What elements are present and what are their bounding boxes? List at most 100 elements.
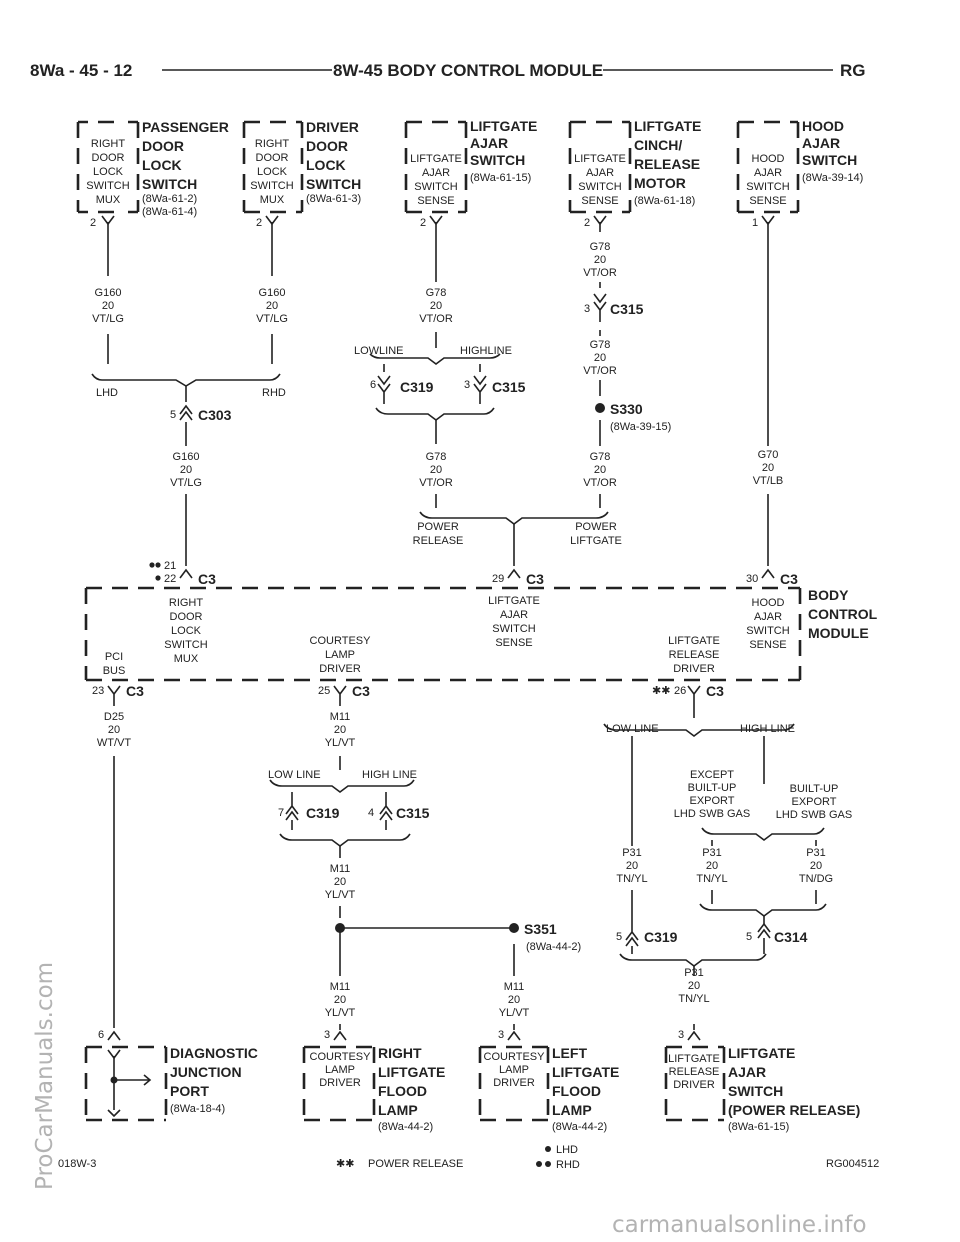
- liftgate-release-pin: 3: [678, 1029, 684, 1041]
- connector-c319-p31-pin: 5: [616, 931, 622, 943]
- option-dot-2: [155, 575, 161, 581]
- connector-c315-highline-pin: 3: [464, 379, 470, 391]
- footer-note: POWER RELEASE: [368, 1158, 463, 1170]
- diag-port-refs: (8Wa-18-4): [170, 1103, 225, 1115]
- left-lamp-pin: 3: [498, 1029, 504, 1041]
- passenger-switch-refs: (8Wa-61-2)(8Wa-61-4): [142, 193, 197, 218]
- connector-c314-name: C314: [774, 929, 808, 945]
- connector-c319-m11-name: C319: [306, 805, 340, 821]
- connector-c319-m11-pin: 7: [278, 807, 284, 819]
- footer-left-code: 018W-3: [58, 1158, 96, 1170]
- section-code: RG: [840, 61, 866, 80]
- driver-switch-refs: (8Wa-61-3): [306, 193, 361, 205]
- splice-s330-name: S330: [610, 401, 643, 417]
- port-junction-dot: [110, 1076, 118, 1084]
- option-dot-1: [155, 562, 161, 568]
- connector-c3-26-note-marker: ✱✱: [652, 685, 670, 697]
- connector-c315-motor-pin: 3: [584, 303, 590, 315]
- connector-c303-pin: 5: [170, 409, 176, 421]
- option-dot-0: [149, 562, 155, 568]
- driver-switch-pin: 2: [256, 217, 262, 229]
- lowline-label: LOWLINE: [354, 345, 404, 357]
- passenger-switch-pin: 2: [90, 217, 96, 229]
- side-watermark: ProCarManuals.com: [32, 962, 58, 1190]
- high-line-label-m11: HIGH LINE: [362, 769, 417, 781]
- connector-c319-p31-name: C319: [644, 929, 678, 945]
- splice-s351-dot-right: [509, 923, 519, 933]
- wire-runs: [91, 222, 827, 1118]
- low-line-label-p31: LOW LINE: [606, 723, 659, 735]
- page-number: 8Wa - 45 - 12: [30, 61, 132, 80]
- hood-ajar-pin: 1: [752, 217, 758, 229]
- highline-label: HIGHLINE: [460, 345, 512, 357]
- hood-ajar-refs: (8Wa-39-14): [802, 172, 863, 184]
- liftgate-ajar-pin: 2: [420, 217, 426, 229]
- connector-c315-m11-name: C315: [396, 805, 430, 821]
- lhd-label: LHD: [96, 387, 118, 399]
- component-outlines: [76, 120, 802, 1122]
- connector-c319-lowline-pin: 6: [370, 379, 376, 391]
- footer-note-marker: ✱✱: [336, 1158, 354, 1170]
- connector-c3-29-pin: 29: [492, 573, 504, 585]
- cinch-motor-refs: (8Wa-61-18): [634, 195, 695, 207]
- footer-right-code: RG004512: [826, 1158, 879, 1170]
- right-lamp-refs: (8Wa-44-2): [378, 1121, 433, 1133]
- connector-c3-30-name: C3: [780, 571, 798, 587]
- connector-c319-lowline-name: C319: [400, 379, 434, 395]
- connector-c3-21-pin: 21: [164, 560, 176, 572]
- connector-c315-motor-name: C315: [610, 301, 644, 317]
- high-line-label-p31: HIGH LINE: [740, 723, 795, 735]
- connector-c3-23-pin: 23: [92, 685, 104, 697]
- right-lamp-pin: 3: [324, 1029, 330, 1041]
- connector-c3-30-pin: 30: [746, 573, 758, 585]
- connector-c3-29-name: C3: [526, 571, 544, 587]
- low-line-label-m11: LOW LINE: [268, 769, 321, 781]
- connector-c315-m11-pin: 4: [368, 807, 374, 819]
- cinch-motor-pin: 2: [584, 217, 590, 229]
- connector-c3-25-pin: 25: [318, 685, 330, 697]
- splice-s351-ref: (8Wa-44-2): [526, 941, 581, 953]
- liftgate-ajar-refs: (8Wa-61-15): [470, 172, 531, 184]
- legend-double-dot-b: [545, 1161, 551, 1167]
- liftgate-release-refs: (8Wa-61-15): [728, 1121, 789, 1133]
- splice-s330-dot: [595, 403, 605, 413]
- rhd-label: RHD: [262, 387, 286, 399]
